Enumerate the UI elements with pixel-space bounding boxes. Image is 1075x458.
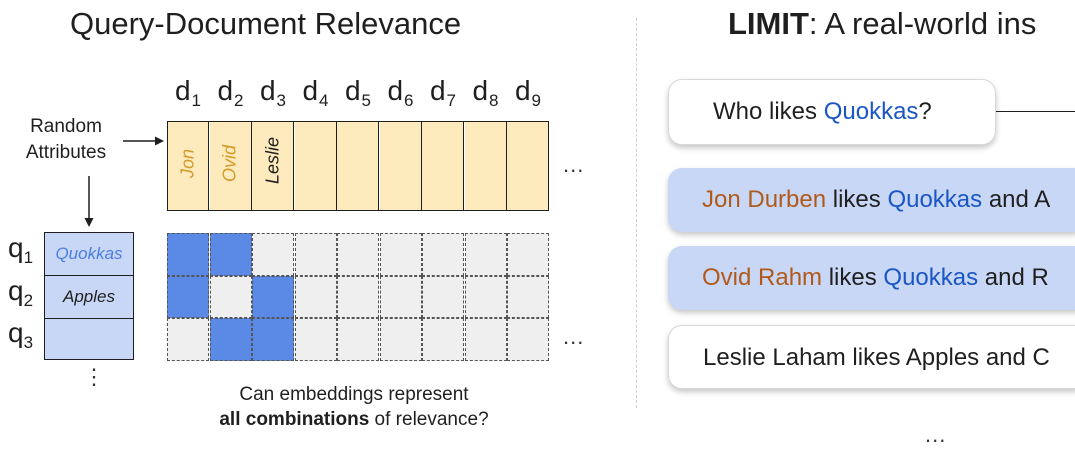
document-card-relevant: Jon Durben likes Quokkas and A (668, 168, 1075, 232)
document-card-relevant: Ovid Rahm likes Quokkas and R (668, 246, 1075, 310)
query-card: Who likes Quokkas? (668, 79, 996, 145)
query-label: q2 (8, 275, 34, 310)
relevance-cell-empty (337, 233, 380, 276)
relevance-cell-relevant (167, 275, 210, 319)
doc-label: d2 (217, 75, 244, 110)
query-connector-line (996, 111, 1075, 112)
relevance-cell-empty (294, 233, 337, 276)
query-label: q3 (8, 317, 34, 352)
left-panel-title: Query-Document Relevance (70, 6, 462, 41)
random-attributes-label: Random Attributes (25, 116, 107, 163)
relevance-cell-empty (167, 318, 210, 361)
relevance-cell-empty (507, 233, 550, 276)
attribute-cell (252, 121, 294, 210)
doc-label: d7 (429, 75, 457, 110)
horizontal-ellipsis: ... (563, 324, 585, 349)
query-cell-divider (45, 318, 133, 319)
relevance-cell-relevant (209, 318, 252, 361)
vertical-ellipsis: ⋮ (83, 364, 106, 389)
attribute-cell (379, 121, 422, 210)
query-cell (45, 276, 133, 318)
doc-label: d9 (514, 75, 542, 110)
relevance-cell-empty (464, 233, 507, 276)
doc-label: d3 (259, 75, 287, 110)
relevance-cell-empty (294, 318, 337, 361)
relevance-cell-empty (294, 275, 337, 319)
horizontal-ellipsis: ... (925, 422, 947, 447)
relevance-cell-empty (422, 318, 465, 361)
query-attribute-text: Apples (63, 287, 115, 306)
attribute-cell (337, 121, 379, 210)
relevance-cell-relevant (167, 233, 210, 276)
relevance-cell-empty (379, 233, 422, 276)
attribute-cell (464, 121, 507, 210)
relevance-cell-empty (379, 318, 422, 361)
relevance-cell-empty (507, 318, 550, 361)
relevance-cell-empty (337, 318, 380, 361)
panel-divider (636, 18, 637, 408)
attribute-cell (209, 121, 252, 210)
doc-label: d4 (302, 75, 329, 110)
relevance-cell-empty (337, 275, 380, 319)
doc-attribute-text: Leslie (262, 136, 283, 185)
doc-label: d6 (387, 75, 414, 110)
relevance-cell-empty (209, 275, 252, 319)
relevance-cell-empty (464, 318, 507, 361)
query-label: q1 (8, 232, 34, 267)
matrix-caption: Can embeddings represent all combination… (160, 382, 548, 432)
relevance-cell-empty (252, 233, 295, 276)
query-cell-divider (45, 275, 133, 276)
document-card-irrelevant: Leslie Laham likes Apples and C (668, 325, 1075, 389)
attribute-cell (507, 121, 549, 210)
doc-label: d1 (174, 75, 202, 110)
query-cell (45, 319, 133, 359)
doc-label: d5 (344, 75, 372, 110)
doc-attribute-text: Ovid (219, 145, 240, 183)
attribute-strip-border (167, 121, 549, 211)
relevance-cell-empty (422, 233, 465, 276)
relevance-cell-empty (379, 275, 422, 319)
relevance-cell-relevant (252, 318, 295, 361)
query-cell (45, 233, 133, 275)
attribute-cell (294, 121, 337, 210)
arrowhead-down (84, 218, 94, 227)
caption-line-1: Can embeddings represent (239, 384, 469, 405)
doc-label: d8 (472, 75, 499, 110)
query-column-border (44, 232, 134, 360)
attribute-cell (422, 121, 464, 210)
relevance-cell-relevant (209, 233, 252, 276)
relevance-cell-empty (507, 275, 550, 319)
right-panel-title: LIMIT: A real-world ins (728, 6, 1037, 41)
attribute-cell (167, 121, 209, 210)
horizontal-ellipsis: ... (563, 152, 585, 177)
caption-line-2: all combinations of relevance? (219, 409, 489, 430)
relevance-cell-empty (464, 275, 507, 319)
query-attribute-text: Quokkas (55, 244, 123, 263)
arrowhead-right (155, 136, 164, 146)
relevance-cell-relevant (252, 275, 295, 319)
relevance-cell-empty (422, 275, 465, 319)
doc-attribute-text: Jon (177, 148, 198, 179)
